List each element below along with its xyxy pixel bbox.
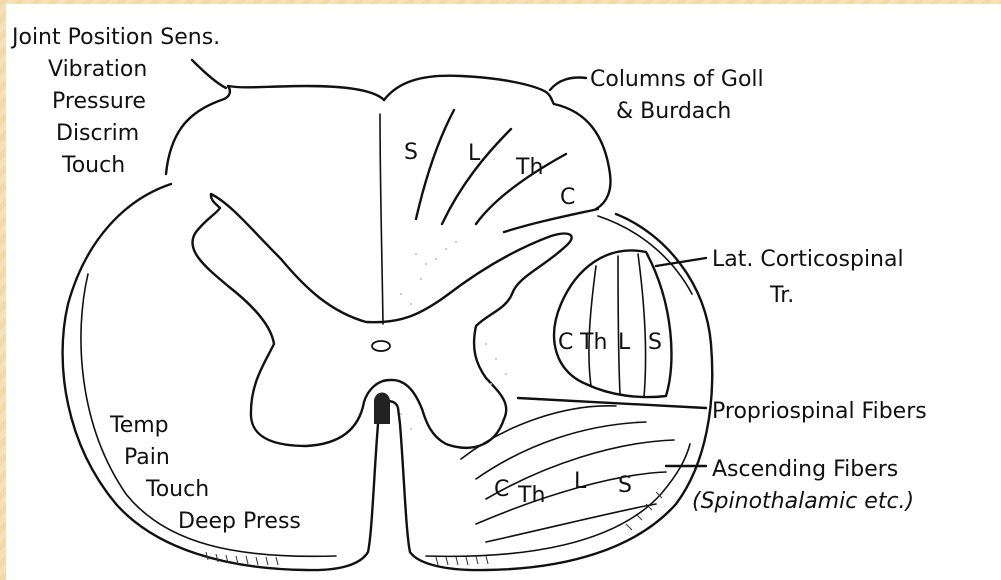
label-joint-position: Joint Position Sens. — [10, 25, 220, 50]
central-canal — [372, 341, 390, 351]
label-ascending-1: Ascending Fibers — [712, 457, 898, 482]
spino-seg-th: Th — [517, 483, 545, 508]
cortico-seg-s: S — [648, 330, 662, 355]
spino-seg-s: S — [618, 473, 632, 498]
spino-seg-c: C — [494, 477, 509, 502]
spino-line-2 — [476, 422, 646, 479]
label-corticospinal-1: Lat. Corticospinal — [712, 247, 904, 272]
label-pain: Pain — [124, 445, 170, 470]
stippling — [400, 241, 507, 430]
label-corticospinal-2: Tr. — [769, 283, 794, 308]
label-columns-2: & Burdach — [616, 99, 731, 124]
corticospinal-tract — [554, 251, 671, 398]
dorsal-seg-line-4 — [504, 209, 598, 232]
label-vibration: Vibration — [48, 57, 147, 82]
anterior-fissure — [374, 393, 390, 425]
cortico-seg-c: C — [558, 330, 573, 355]
pointer-columns — [550, 78, 586, 91]
spinal-cord-diagram: Joint Position Sens. Vibration Pressure … — [6, 4, 1001, 580]
cortico-seg-line-3 — [638, 254, 646, 397]
cortico-seg-th: Th — [579, 330, 607, 355]
cortico-outer-arc — [598, 216, 692, 294]
pointer-joint — [192, 60, 226, 88]
spino-seg-l: L — [574, 469, 587, 494]
cortico-seg-l: L — [618, 330, 631, 355]
label-propriospinal: Propriospinal Fibers — [712, 399, 927, 424]
label-deep-press: Deep Press — [178, 509, 301, 534]
left-dorsal-bracket — [166, 86, 384, 174]
label-touch-ventral: Touch — [145, 477, 209, 502]
dorsal-seg-line-1 — [416, 110, 454, 219]
dorsal-seg-l: L — [468, 141, 481, 166]
dorsal-seg-s: S — [404, 140, 418, 165]
dorsal-seg-c: C — [560, 185, 575, 210]
cortico-seg-line-1 — [589, 266, 596, 386]
label-temp: Temp — [109, 413, 169, 438]
label-columns-1: Columns of Goll — [590, 67, 764, 92]
cortico-seg-line-2 — [618, 256, 620, 394]
label-discrim: Discrim — [56, 121, 139, 146]
spino-line-1 — [461, 406, 616, 459]
diagram-canvas: Joint Position Sens. Vibration Pressure … — [6, 4, 1001, 580]
label-ascending-2: (Spinothalamic etc.) — [692, 489, 914, 514]
cord-inner-rim-right — [426, 444, 690, 556]
label-pressure: Pressure — [52, 89, 146, 114]
label-touch-dorsal: Touch — [61, 153, 125, 178]
dorsal-median-septum — [380, 114, 383, 324]
dorsal-seg-th: Th — [515, 155, 543, 180]
